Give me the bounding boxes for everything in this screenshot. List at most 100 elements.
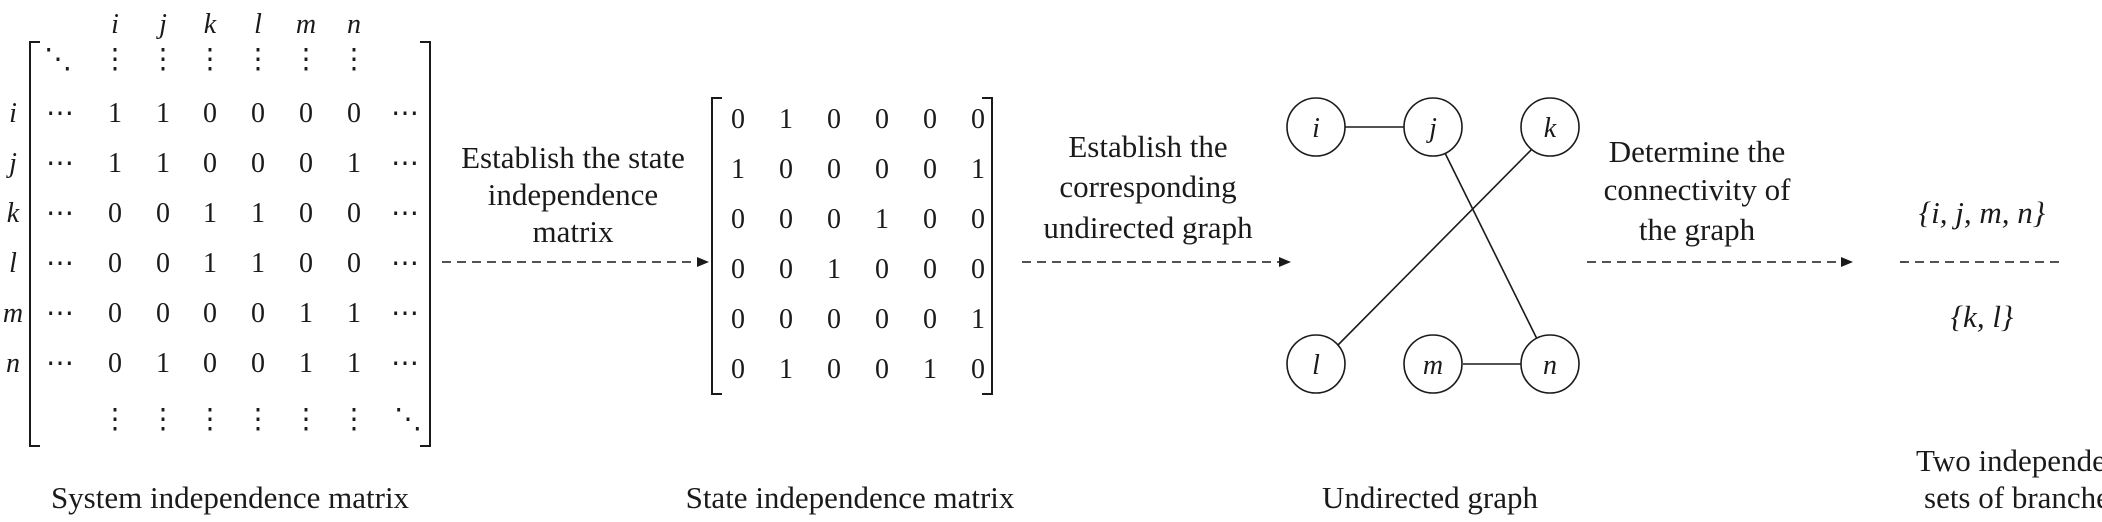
step2-label-line: Establish the bbox=[1068, 129, 1227, 164]
result: {i, j, m, n} {k, l} Two independent sets… bbox=[1900, 195, 2102, 515]
system-matrix-left-bracket bbox=[29, 41, 40, 447]
matrix-cell: 0 bbox=[251, 298, 265, 329]
graph-node-n: n bbox=[1520, 334, 1580, 394]
matrix-cell: 0 bbox=[203, 348, 217, 379]
matrix-cell: 1 bbox=[156, 348, 170, 379]
horizontal-dots: ⋯ bbox=[46, 348, 74, 379]
matrix-cell: 0 bbox=[875, 254, 889, 285]
edge-k-l bbox=[1336, 143, 1538, 347]
step3-label-line: connectivity of bbox=[1604, 172, 1791, 207]
matrix-cell: 0 bbox=[108, 198, 122, 229]
graph-nodes: i j k l m n bbox=[1286, 97, 1580, 394]
horizontal-dots: ⋯ bbox=[391, 248, 419, 279]
node-label: m bbox=[1423, 350, 1443, 381]
matrix-cell: 0 bbox=[347, 248, 361, 279]
matrix-cell: 1 bbox=[156, 148, 170, 179]
horizontal-dots: ⋯ bbox=[46, 248, 74, 279]
matrix-cell: 0 bbox=[779, 304, 793, 335]
matrix-cell: 1 bbox=[108, 148, 122, 179]
graph-node-i: i bbox=[1286, 97, 1346, 157]
step1-label: Establish the state independence matrix bbox=[461, 140, 685, 249]
node-circle bbox=[1286, 97, 1346, 157]
matrix-cell: 1 bbox=[251, 248, 265, 279]
matrix-cell: 0 bbox=[971, 104, 985, 135]
horizontal-dots: ⋯ bbox=[391, 98, 419, 129]
graph-edges bbox=[1336, 126, 1540, 365]
state-matrix-caption: State independence matrix bbox=[686, 480, 1015, 515]
step3-label-line: the graph bbox=[1639, 212, 1756, 247]
matrix-cell: 1 bbox=[251, 198, 265, 229]
matrix-cell: 0 bbox=[971, 204, 985, 235]
node-circle bbox=[1520, 97, 1580, 157]
matrix-cell: 0 bbox=[779, 254, 793, 285]
matrix-cell: 0 bbox=[779, 154, 793, 185]
vertical-dots: ⋮ bbox=[196, 44, 224, 75]
matrix-cell: 0 bbox=[731, 104, 745, 135]
matrix-cell: 0 bbox=[923, 154, 937, 185]
matrix-cell: 1 bbox=[156, 98, 170, 129]
graph-node-j: j bbox=[1403, 97, 1463, 157]
vertical-dots: ⋮ bbox=[244, 44, 272, 75]
step1-label-line: Establish the state bbox=[461, 140, 685, 175]
matrix-cell: 0 bbox=[299, 248, 313, 279]
graph-node-l: l bbox=[1286, 334, 1346, 394]
matrix-cell: 0 bbox=[347, 98, 361, 129]
matrix-cell: 1 bbox=[203, 198, 217, 229]
matrix-cell: 1 bbox=[299, 348, 313, 379]
system-matrix-row-labels: i j k l m n bbox=[3, 98, 23, 379]
vertical-dots: ⋮ bbox=[340, 404, 368, 435]
vertical-dots: ⋮ bbox=[149, 404, 177, 435]
matrix-cell: 0 bbox=[108, 298, 122, 329]
matrix-cell: 0 bbox=[299, 148, 313, 179]
matrix-cell: 1 bbox=[923, 354, 937, 385]
matrix-cell: 1 bbox=[971, 154, 985, 185]
horizontal-dots: ⋯ bbox=[46, 298, 74, 329]
matrix-cell: 0 bbox=[156, 298, 170, 329]
matrix-cell: 0 bbox=[203, 298, 217, 329]
vertical-dots: ⋮ bbox=[196, 404, 224, 435]
edge-j-n bbox=[1441, 146, 1540, 344]
vertical-dots: ⋮ bbox=[101, 404, 129, 435]
system-matrix: i j k l m n i j k l m n ⋱ ⋮ ⋮ ⋮ ⋮ ⋮ ⋮ ⋯ … bbox=[3, 9, 431, 515]
vertical-dots: ⋮ bbox=[292, 44, 320, 75]
matrix-cell: 0 bbox=[923, 254, 937, 285]
matrix-cell: 0 bbox=[731, 304, 745, 335]
vertical-dots: ⋮ bbox=[244, 404, 272, 435]
row-label: k bbox=[7, 198, 20, 229]
system-matrix-column-labels: i j k l m n bbox=[111, 9, 361, 40]
matrix-cell: 0 bbox=[827, 354, 841, 385]
matrix-cell: 0 bbox=[923, 104, 937, 135]
matrix-cell: 1 bbox=[108, 98, 122, 129]
matrix-cell: 0 bbox=[347, 198, 361, 229]
node-label: j bbox=[1426, 113, 1437, 144]
step2-label: Establish the corresponding undirected g… bbox=[1043, 129, 1253, 245]
diagonal-dots: ⋱ bbox=[394, 404, 422, 435]
matrix-cell: 0 bbox=[156, 248, 170, 279]
row-label: n bbox=[6, 348, 20, 379]
step2-label-line: corresponding bbox=[1059, 169, 1236, 204]
matrix-cell: 0 bbox=[827, 154, 841, 185]
row-label: l bbox=[9, 248, 17, 279]
matrix-cell: 0 bbox=[203, 148, 217, 179]
matrix-cell: 1 bbox=[875, 204, 889, 235]
horizontal-dots: ⋯ bbox=[391, 348, 419, 379]
undirected-graph: i j k l m n Undirected graph bbox=[1286, 97, 1580, 515]
matrix-cell: 0 bbox=[299, 198, 313, 229]
horizontal-dots: ⋯ bbox=[46, 98, 74, 129]
node-label: i bbox=[1312, 113, 1320, 144]
diagonal-dots: ⋱ bbox=[44, 44, 72, 75]
col-label: j bbox=[156, 9, 167, 40]
matrix-cell: 0 bbox=[731, 204, 745, 235]
state-matrix-left-bracket bbox=[711, 97, 722, 395]
node-label: k bbox=[1544, 113, 1557, 144]
matrix-cell: 0 bbox=[827, 304, 841, 335]
horizontal-dots: ⋯ bbox=[391, 298, 419, 329]
horizontal-dots: ⋯ bbox=[46, 148, 74, 179]
vertical-dots: ⋮ bbox=[292, 404, 320, 435]
matrix-cell: 0 bbox=[923, 204, 937, 235]
matrix-cell: 1 bbox=[827, 254, 841, 285]
result-caption-line: sets of branches bbox=[1924, 480, 2102, 515]
step3-label-line: Determine the bbox=[1609, 134, 1785, 169]
